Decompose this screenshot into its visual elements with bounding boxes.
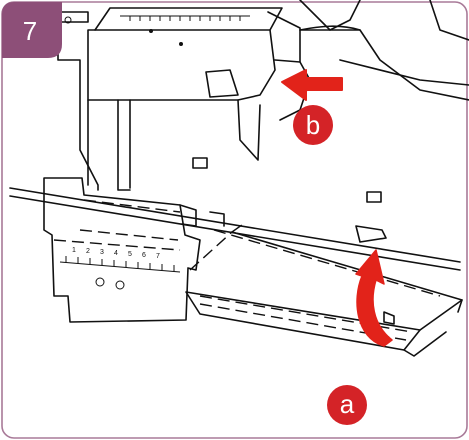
- extension-table: 1 2 3 4 5 6 7: [43, 177, 463, 357]
- scale-number: 7: [156, 253, 160, 260]
- machine-body: [57, 0, 469, 203]
- step-badge: 7: [2, 2, 62, 58]
- callout-a-label: a: [340, 389, 355, 419]
- scale-number: 4: [114, 250, 118, 257]
- callout-b: b: [293, 105, 333, 145]
- slot-mark: [192, 157, 208, 169]
- scale-number: 2: [86, 248, 90, 255]
- scale-number: 3: [100, 249, 104, 256]
- arrow-b: [281, 69, 343, 101]
- step-badge-shape: [2, 2, 62, 58]
- callout-b-circle: [293, 105, 333, 145]
- rail-clip: [355, 225, 387, 243]
- plate-scale: [59, 256, 181, 273]
- callout-b-label: b: [306, 110, 320, 140]
- callout-a-circle: [327, 385, 367, 425]
- step-number: 7: [23, 16, 37, 46]
- scale-number: 1: [72, 247, 76, 254]
- callout-a: a: [327, 385, 367, 425]
- top-scale-ticks: [129, 16, 241, 21]
- arrow-a: [355, 249, 393, 347]
- scale-plate: [43, 177, 201, 323]
- scale-number: 5: [128, 251, 132, 258]
- scale-number: 6: [142, 252, 146, 259]
- slot-mark: [366, 191, 382, 203]
